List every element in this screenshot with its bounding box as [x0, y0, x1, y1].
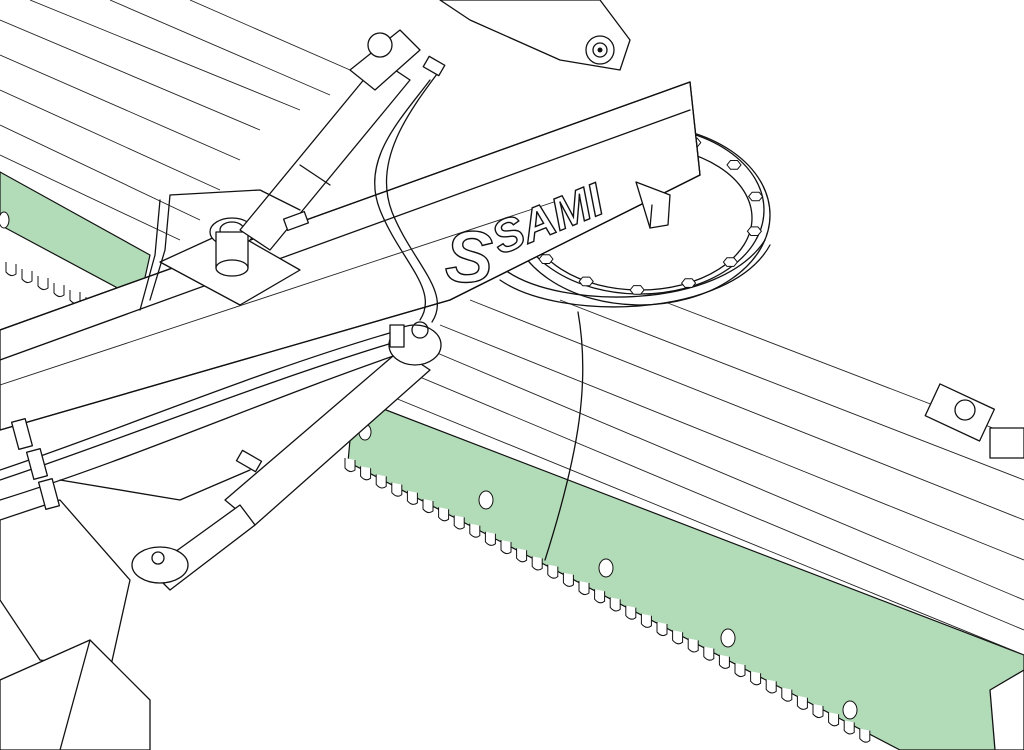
- blade-tooth: [391, 482, 403, 497]
- cylinder-mount-plate: [159, 217, 301, 306]
- blade-end-block: [989, 669, 1024, 750]
- bolt-icon: [722, 257, 739, 267]
- bolt-icon: [578, 276, 594, 287]
- blade-tooth: [360, 466, 372, 481]
- blade-tooth: [843, 720, 855, 735]
- turntable-bracket: [635, 181, 671, 229]
- right-cylinder-end: [924, 383, 1024, 459]
- bolt-icon: [629, 285, 645, 295]
- logo-letter: S: [445, 218, 493, 298]
- blade-tooth: [422, 499, 434, 514]
- lower-hydraulic-cylinder: [131, 321, 442, 591]
- main-beam: [0, 81, 701, 431]
- blade-tooth: [438, 507, 450, 522]
- blade-tooth: [828, 712, 840, 727]
- blade-tooth: [37, 276, 49, 291]
- blade-tooth: [609, 597, 621, 612]
- blade-tooth: [687, 638, 699, 653]
- blade-seam: [544, 311, 584, 561]
- wear-strip-left: [0, 171, 151, 301]
- blade-tooth: [765, 679, 777, 694]
- bolt-icon: [747, 191, 764, 202]
- hose-fittings: [235, 55, 446, 473]
- blade-tooth: [672, 630, 684, 645]
- blade-tooth: [469, 523, 481, 538]
- blade-tooth: [547, 564, 559, 579]
- blade-tooth: [484, 531, 496, 546]
- blade-tooth: [578, 581, 590, 596]
- blade-tooth: [812, 704, 824, 719]
- blade-tooth: [859, 728, 871, 743]
- blade-tooth: [625, 605, 637, 620]
- blade-tooth: [796, 695, 808, 710]
- blade-tooth: [781, 687, 793, 702]
- blade-tooth: [531, 556, 543, 571]
- blade-tooth: [562, 572, 574, 587]
- blade-tooth: [703, 646, 715, 661]
- hose-clamps: [10, 418, 61, 510]
- blade-tooth: [656, 622, 668, 637]
- blade-tooth: [375, 474, 387, 489]
- blade-tooth: [718, 654, 730, 669]
- blade-tooth: [5, 262, 17, 277]
- blade-tooth: [453, 515, 465, 530]
- bolt-icon: [680, 278, 697, 288]
- wear-strip-main: [347, 399, 1024, 750]
- blade-tooth: [344, 458, 356, 473]
- blade-tooth: [406, 490, 418, 505]
- blade-upper-lines: [0, 0, 351, 241]
- upper-hydraulic-cylinder: [239, 29, 421, 251]
- blade-tooth: [500, 540, 512, 555]
- blade-tooth: [21, 269, 33, 284]
- blade-teeth: [5, 262, 871, 743]
- bolt-icon: [538, 254, 554, 264]
- blade-tooth: [750, 671, 762, 686]
- blade-tooth: [734, 663, 746, 678]
- blade-tooth: [640, 613, 652, 628]
- upper-arm: [439, 0, 631, 71]
- bolt-icon: [726, 160, 742, 170]
- bolt-icon: [746, 226, 763, 236]
- blade-tooth: [594, 589, 606, 604]
- blade-tooth: [516, 548, 528, 563]
- blade-tooth: [53, 283, 65, 298]
- left-frame: [0, 499, 151, 750]
- hydraulic-hoses: [0, 69, 441, 501]
